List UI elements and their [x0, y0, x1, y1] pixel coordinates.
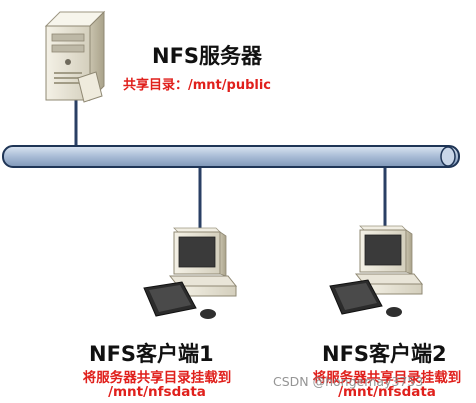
csdn-watermark: CSDN @hongemay3753 [273, 374, 424, 389]
server-title: NFS服务器 [152, 44, 263, 68]
client1-mount-note-line2: /mnt/nfsdata [108, 384, 206, 400]
client1-mount-note-line1: 将服务器共享目录挂载到 [82, 370, 232, 386]
client2-mount-note-line1: 将服务器共享目录挂载到 [312, 370, 462, 386]
client1-computer-icon [143, 227, 238, 319]
client2-mount-note-line2: /mnt/nfsdata [338, 384, 436, 400]
network-bus [2, 145, 460, 168]
client2-computer-icon [329, 225, 424, 317]
client1-title: NFS客户端1 [89, 342, 214, 366]
server-share-note: 共享目录：/mnt/public [123, 78, 271, 93]
client2-title: NFS客户端2 [322, 342, 447, 366]
server-tower-icon [44, 10, 106, 103]
